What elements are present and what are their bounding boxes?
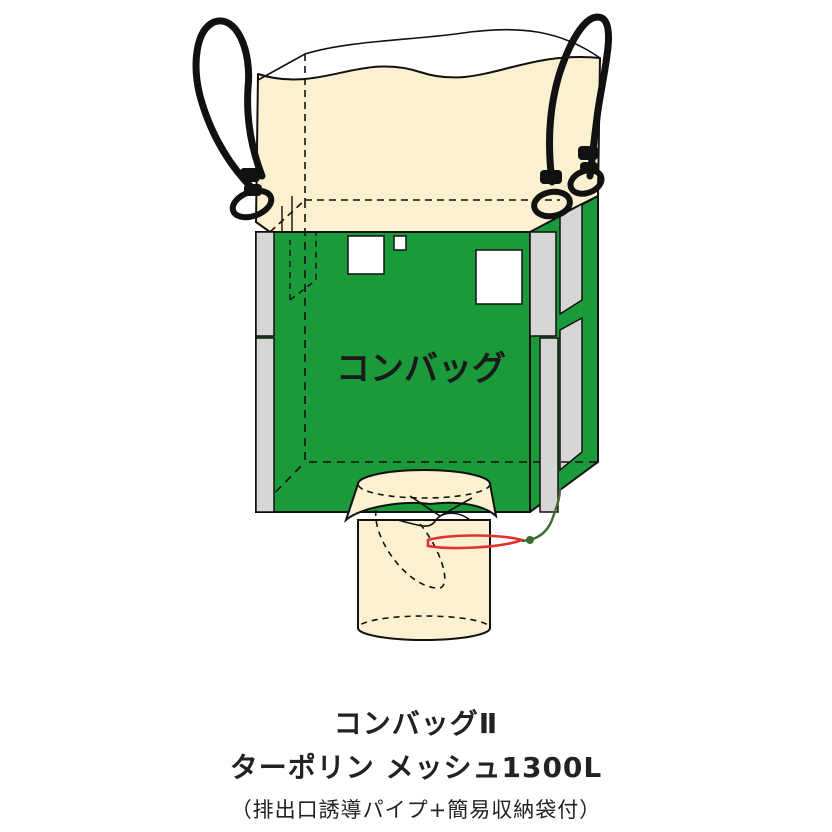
lifting-loop-left (192, 17, 275, 221)
lifting-belts (255, 231, 559, 513)
bag-label-text: コンバッグ (336, 349, 506, 389)
label-patches (347, 235, 523, 305)
product-note: （排出口誘導パイプ+簡易収納袋付） (230, 798, 602, 822)
flexible-container-bag-illustration: コンバッグ (192, 13, 612, 641)
lifting-loop-right (531, 13, 612, 220)
discharge-spout (343, 469, 498, 641)
discharge-tie (426, 487, 562, 550)
top-inlet-skirt (255, 28, 601, 233)
product-subtitle: ターポリン メッシュ1300L (229, 751, 603, 784)
product-name: コンバッグⅡ (333, 707, 499, 740)
